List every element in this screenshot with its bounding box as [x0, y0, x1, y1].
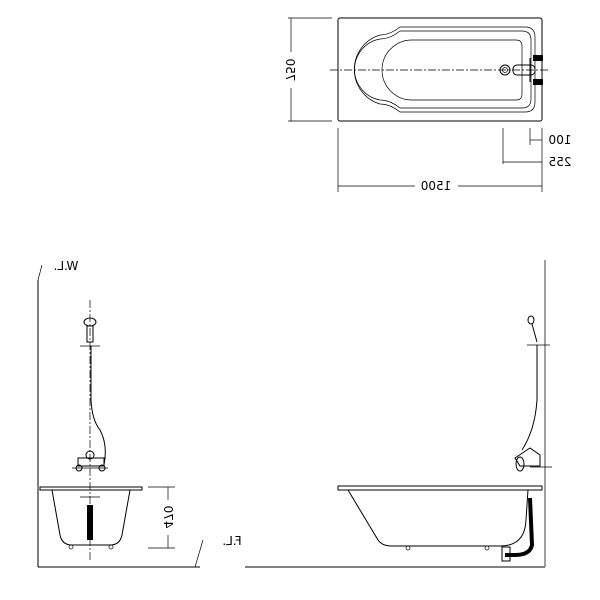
mixer-valve-icon	[72, 450, 108, 472]
overflow-pipe-icon	[505, 497, 535, 557]
tub-body	[51, 489, 131, 546]
tub-rim-side	[337, 485, 543, 491]
floor-label: F.L.	[222, 534, 241, 548]
height-dim-label: 470	[161, 506, 175, 529]
shower-head-side-icon	[527, 315, 550, 346]
end-elevation: W.L. F.L. 470	[37, 259, 242, 568]
plan-view: 750 1500 100 255	[283, 17, 572, 193]
side-elevation	[245, 260, 552, 568]
shower-hose	[90, 346, 106, 466]
faucet-offset-label: 255	[549, 155, 572, 169]
shower-hose-side	[521, 345, 538, 451]
width-dim-label: 750	[283, 59, 297, 82]
tub-rim	[39, 486, 143, 491]
tub-rim-inner-2	[354, 30, 532, 109]
tub-outline-plan	[337, 17, 543, 122]
drain-icon	[499, 64, 511, 76]
mixer-side-icon	[514, 447, 552, 472]
drain-pipe-icon	[87, 505, 93, 540]
shower-head-icon	[80, 317, 100, 347]
trap-icon	[501, 546, 511, 562]
dim-length: 1500	[337, 128, 543, 193]
wall-label: W.L.	[54, 259, 79, 273]
drain-offset-label: 100	[549, 133, 572, 147]
tub-rim-inner	[354, 26, 536, 113]
tub-basin	[381, 39, 523, 101]
faucet-icon	[512, 55, 543, 85]
tub-body-side	[347, 489, 529, 547]
length-dim-label: 1500	[421, 179, 452, 193]
dim-width: 750	[283, 17, 332, 122]
dim-height: 470	[148, 486, 175, 549]
dim-offsets: 100 255	[502, 128, 572, 169]
